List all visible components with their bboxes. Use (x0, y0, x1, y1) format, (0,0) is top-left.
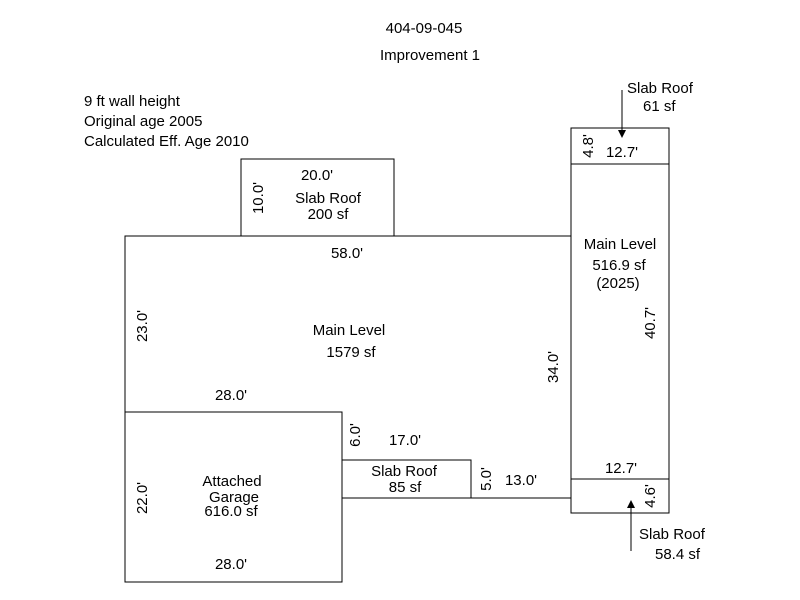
notch-width: 13.0' (505, 472, 537, 489)
slab-roof-lower-right-width: 12.7' (605, 460, 637, 477)
slab-roof-top-name: Slab Roof (295, 190, 362, 207)
slab-roof-upper-right-area: 61 sf (643, 98, 676, 115)
main-level-left-dimension: 23.0' (134, 310, 151, 342)
garage-width: 28.0' (215, 556, 247, 573)
main-level-name: Main Level (313, 322, 386, 339)
slab-roof-center-name: Slab Roof (371, 463, 438, 480)
slab-roof-top-height: 10.0' (250, 182, 267, 214)
main-level-addition-name: Main Level (584, 236, 657, 253)
slab-roof-top-width: 20.0' (301, 167, 333, 184)
improvement-label: Improvement 1 (380, 47, 480, 64)
main-level-addition-year: (2025) (596, 275, 639, 292)
garage-area: 616.0 sf (204, 503, 258, 520)
slab-roof-upper-right-width: 12.7' (606, 144, 638, 161)
slab-roof-top-outline (240, 158, 395, 237)
slab-roof-lower-right-height: 4.6' (642, 484, 659, 508)
arrow-head-down-icon (618, 130, 626, 138)
notch-height: 5.0' (478, 467, 495, 491)
garage-height: 22.0' (134, 482, 151, 514)
attached-garage-outline (124, 411, 343, 583)
slab-roof-top-area: 200 sf (308, 206, 350, 223)
main-level-top-dimension: 58.0' (331, 245, 363, 262)
main-level-area: 1579 sf (326, 344, 376, 361)
slab-roof-center-outline (341, 459, 472, 499)
slab-roof-lower-right-name: Slab Roof (639, 526, 706, 543)
slab-roof-center-height: 6.0' (347, 423, 364, 447)
effective-age-note: Calculated Eff. Age 2010 (84, 133, 249, 150)
main-level-addition-height: 40.7' (642, 307, 659, 339)
main-level-right-dimension: 34.0' (545, 351, 562, 383)
slab-roof-lower-right-area: 58.4 sf (655, 546, 701, 563)
garage-name-line1: Attached (202, 473, 261, 490)
main-level-bottom-dimension: 28.0' (215, 387, 247, 404)
original-age-note: Original age 2005 (84, 113, 202, 130)
wall-height-note: 9 ft wall height (84, 93, 181, 110)
slab-roof-upper-right-name: Slab Roof (627, 80, 694, 97)
slab-roof-center-area: 85 sf (389, 479, 422, 496)
garage-name-line2: Garage (209, 489, 259, 506)
parcel-id: 404-09-045 (386, 20, 463, 37)
main-level-addition-area: 516.9 sf (592, 257, 646, 274)
main-level-addition-outline (570, 127, 670, 514)
slab-roof-upper-right-height: 4.8' (580, 134, 597, 158)
arrow-head-up-icon (627, 500, 635, 508)
slab-roof-center-width: 17.0' (389, 432, 421, 449)
